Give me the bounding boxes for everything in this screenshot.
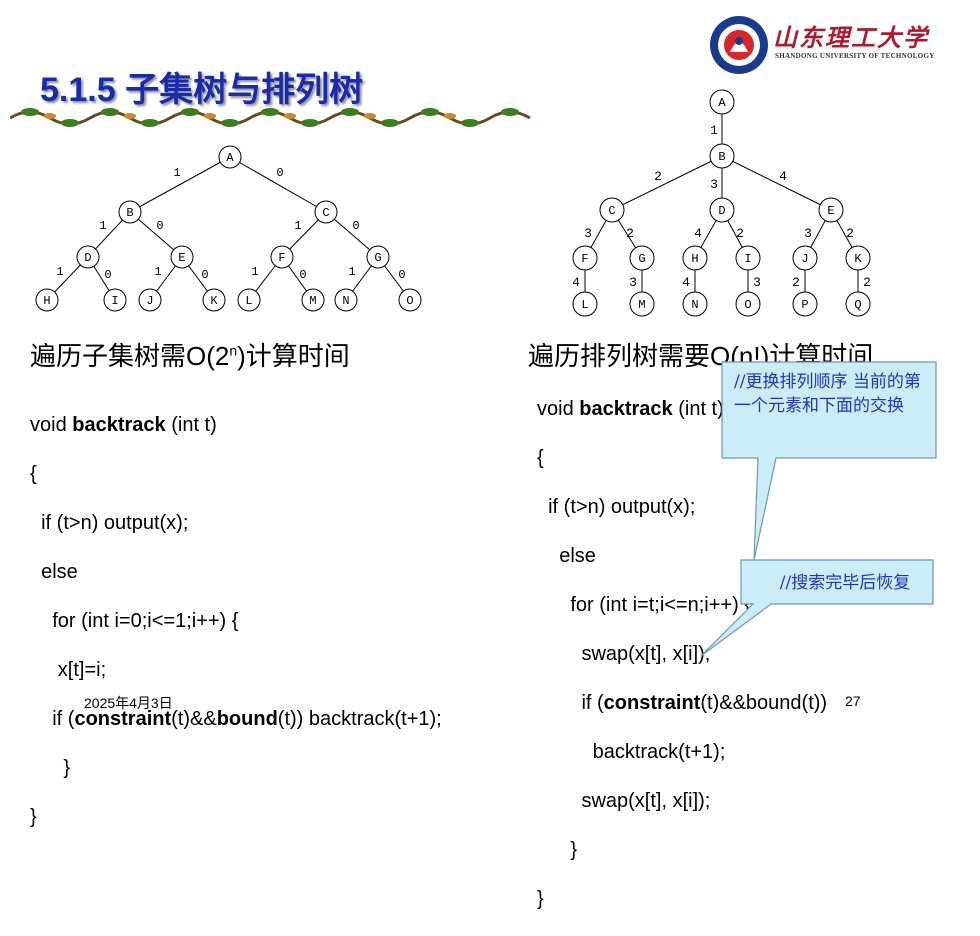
node-e: E xyxy=(178,251,185,265)
node-j: J xyxy=(801,252,808,266)
code-line: backtrack(t+1); xyxy=(537,740,726,763)
node-c: C xyxy=(608,204,615,218)
node-o: O xyxy=(406,294,413,308)
edge-label: 0 xyxy=(299,268,306,282)
edge-label: 3 xyxy=(629,275,637,290)
node-b: B xyxy=(718,150,725,164)
edge-label: 1 xyxy=(154,265,161,279)
slide-date: 2025年4月3日 xyxy=(84,695,173,711)
edge-label: 3 xyxy=(753,275,761,290)
node-a: A xyxy=(226,151,234,165)
code-line: else xyxy=(537,544,596,567)
page-title: 5.1.5 子集树与排列树 xyxy=(40,71,364,109)
edge-label: 3 xyxy=(584,226,592,241)
code-line: if (t>n) output(x); xyxy=(537,495,696,518)
edge-label: 0 xyxy=(276,166,283,180)
node-i: I xyxy=(111,294,118,308)
edge-label: 2 xyxy=(792,275,800,290)
callout-restore-comment: //搜索完毕后恢复 xyxy=(779,573,911,593)
permutation-tree-diagram: A B C D E F G H I J K L M N O P Q 1 2 3 … xyxy=(572,89,871,317)
code-line: { xyxy=(537,446,544,469)
node-k: K xyxy=(854,252,862,266)
edge-label: 1 xyxy=(348,265,355,279)
code-line: else xyxy=(30,560,78,583)
code-line: { xyxy=(30,462,37,485)
edge-label: 4 xyxy=(779,169,787,184)
node-h: H xyxy=(691,252,698,266)
edge-label: 2 xyxy=(846,226,854,241)
edge-label: 4 xyxy=(682,275,690,290)
decorative-vine-divider xyxy=(10,108,531,127)
node-f: F xyxy=(278,251,285,265)
node-n: N xyxy=(342,294,349,308)
node-e: E xyxy=(827,204,834,218)
edge-label: 0 xyxy=(156,219,163,233)
edge-label: 1 xyxy=(710,123,718,138)
code-line: } xyxy=(30,805,37,828)
node-l: L xyxy=(581,298,588,312)
code-line: if (constraint(t)&&bound(t)) xyxy=(537,691,828,714)
callout-swap-comment: //更换排列顺序 当前的第一个元素和下面的交换 xyxy=(734,372,921,416)
university-name-en: SHANDONG UNIVERSITY OF TECHNOLOGY xyxy=(775,52,935,60)
node-m: M xyxy=(309,294,316,308)
node-o: O xyxy=(744,298,751,312)
slide-page-number: 27 xyxy=(845,693,861,709)
edge-label: 0 xyxy=(201,268,208,282)
node-g: G xyxy=(638,252,645,266)
code-line: } xyxy=(537,838,578,861)
code-line: for (int i=0;i<=1;i++) { xyxy=(30,609,239,632)
edge-label: 0 xyxy=(352,219,359,233)
code-line: if (constraint(t)&&bound(t)) backtrack(t… xyxy=(30,707,442,730)
edge-label: 4 xyxy=(694,226,702,241)
node-m: M xyxy=(638,298,645,312)
node-k: K xyxy=(210,294,218,308)
node-n: N xyxy=(691,298,698,312)
edge-label: 2 xyxy=(626,226,634,241)
callout-pointer-1 xyxy=(721,361,937,561)
edge-label: 2 xyxy=(654,169,662,184)
code-line: void backtrack (int t) xyxy=(30,413,217,436)
code-line: } xyxy=(30,756,71,779)
callout-pointer-2 xyxy=(700,559,934,657)
node-f: F xyxy=(581,252,588,266)
code-line: swap(x[t], x[i]); xyxy=(537,642,711,665)
edge-label: 4 xyxy=(572,275,580,290)
subset-tree-diagram: A B C D E F G H I J K L M N O 1 0 1 0 1 … xyxy=(35,145,422,312)
node-b: B xyxy=(126,206,133,220)
edge-label: 3 xyxy=(710,177,718,192)
code-line: void backtrack (int t) xyxy=(537,397,724,420)
node-d: D xyxy=(718,204,725,218)
node-q: Q xyxy=(854,298,861,312)
node-g: G xyxy=(374,251,381,265)
code-line: x[t]=i; xyxy=(30,658,107,681)
code-line: swap(x[t], x[i]); xyxy=(537,789,711,812)
subset-backtrack-code: void backtrack (int t) { if (t>n) output… xyxy=(30,388,442,854)
node-c: C xyxy=(322,206,329,220)
edge-label: 0 xyxy=(104,268,111,282)
node-i: I xyxy=(744,252,751,266)
code-line: } xyxy=(537,887,544,910)
node-l: L xyxy=(245,294,252,308)
edge-label: 2 xyxy=(863,275,871,290)
edge-label: 1 xyxy=(173,166,180,180)
edge-label: 1 xyxy=(56,265,63,279)
node-j: J xyxy=(146,294,153,308)
subset-tree-heading: 遍历子集树需O(2n)计算时间 xyxy=(30,341,350,371)
edge-label: 0 xyxy=(398,268,405,282)
node-h: H xyxy=(43,294,50,308)
node-d: D xyxy=(84,251,91,265)
edge-label: 3 xyxy=(804,226,812,241)
edge-label: 2 xyxy=(736,226,744,241)
university-logo-icon xyxy=(710,16,768,74)
university-name-cn: 山东理工大学 xyxy=(773,23,929,52)
node-a: A xyxy=(718,96,726,110)
edge-label: 1 xyxy=(99,219,106,233)
code-line: if (t>n) output(x); xyxy=(30,511,189,534)
edge-label: 1 xyxy=(251,265,258,279)
edge-label: 1 xyxy=(294,219,301,233)
node-p: P xyxy=(801,298,808,312)
